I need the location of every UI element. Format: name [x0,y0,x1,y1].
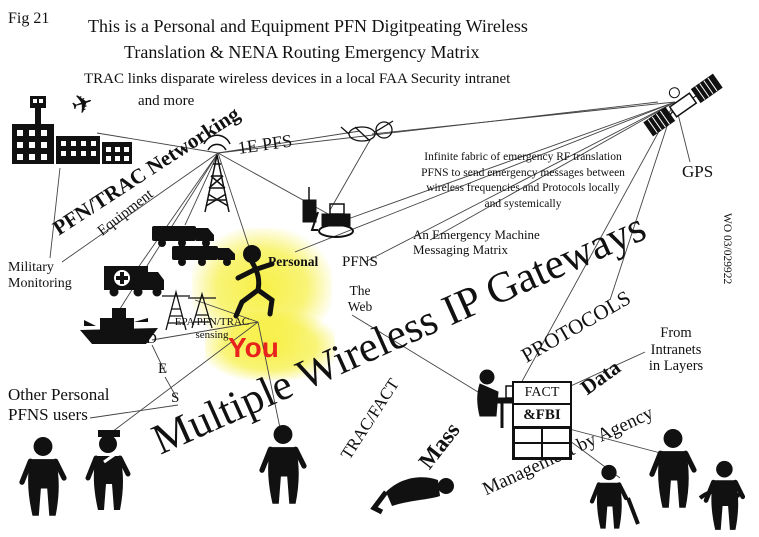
subtitle-line-1: TRAC links disparate wireless devices in… [84,71,510,88]
cabinet-drawer [514,443,542,458]
fact-label: FACT [514,383,570,405]
the-web-label: The Web [338,283,382,314]
personal-label: Personal [268,254,318,270]
radio-tower-icon [204,135,230,212]
other-personal-label: Other Personal PFNS users [8,385,110,424]
des-letter-d: D [146,331,157,348]
cabinet-drawer [542,443,570,458]
ambulance-icon [104,266,164,297]
fact-fbi-cabinet: FACT &FBI [512,381,572,460]
file-cabinet-grid [514,428,570,458]
miner-icon [700,461,743,530]
police-officer-icon [88,430,128,510]
climbing-figure-icon [652,429,694,508]
cabinet-drawer [542,428,570,443]
title-line-1: This is a Personal and Equipment PFN Dig… [88,16,528,37]
trucks-icon [152,226,235,266]
jackhammer-worker-icon [592,465,638,529]
pfns-label: PFNS [342,254,378,271]
crawling-worker-icon [374,477,454,512]
subtitle-line-2: and more [138,93,194,110]
military-monitoring-label: Military Monitoring [8,260,72,292]
fbi-label: &FBI [514,405,570,428]
patent-number: WO 03/029922 [720,213,733,284]
suited-responder-icon [262,425,304,504]
hazmat-figure-icon [22,437,64,516]
infinite-fabric-text: Infinite fabric of emergency RF translat… [418,150,628,212]
you-label: You [228,332,279,364]
from-intranets-label: From Intranets in Layers [632,325,720,375]
gps-label: GPS [682,162,713,182]
running-person-icon [236,246,272,316]
title-line-2: Translation & NENA Routing Emergency Mat… [124,42,479,63]
des-letter-e: E [158,361,167,378]
cabinet-drawer [514,428,542,443]
satellite-icon [637,65,722,136]
airplane-icon: ✈ [68,87,98,122]
figure-label: Fig 21 [8,10,49,28]
handheld-device-icon [303,187,316,222]
